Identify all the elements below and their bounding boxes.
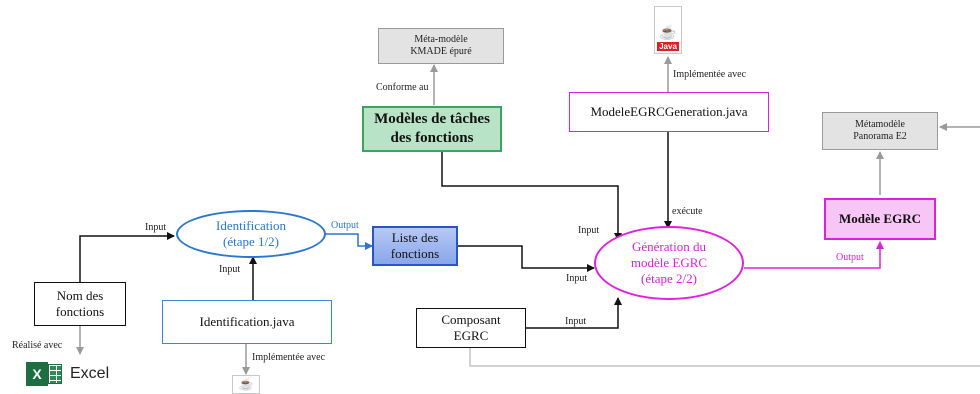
conforme-label: Conforme au	[376, 82, 429, 93]
arrow-liste-to-generation	[457, 245, 595, 272]
liste-fonctions-box: Liste des fonctions	[372, 226, 458, 266]
java-icon-bottom: ☕	[232, 375, 260, 394]
input-taches-label: Input	[578, 225, 600, 236]
identification-step-ellipse: Identification (étape 1/2)	[176, 210, 326, 258]
modele-egrc-box: Modèle EGRC	[824, 198, 936, 240]
kmade-metamodel-box: Méta-modèle KMADE épuré	[378, 28, 504, 64]
composant-egrc-box: Composant EGRC	[416, 308, 526, 348]
implementee-bottom-label: Implémentée avec	[252, 352, 326, 363]
taches-model-box: Modèles de tâches des fonctions	[362, 106, 502, 152]
execute-label: exécute	[672, 206, 703, 217]
arrow-generation-to-egrc	[744, 241, 884, 269]
coffee-cup-icon: ☕	[659, 26, 677, 41]
nom-fonctions-box: Nom des fonctions	[34, 282, 126, 326]
excel-label: Excel	[70, 365, 110, 382]
generation-step-ellipse: Génération du modèle EGRC (étape 2/2)	[594, 226, 744, 300]
arrow-composant-to-generation	[526, 297, 622, 329]
java-icon-label: Java	[657, 42, 679, 51]
panorama-metamodel-box: Métamodèle Panorama E2	[822, 112, 938, 150]
input-composant-label: Input	[565, 316, 587, 327]
output-generation-label: Output	[836, 252, 864, 263]
line-composant-bottom	[469, 348, 980, 367]
arrow-identification-to-liste	[325, 233, 373, 250]
java-icon-top: ☕ Java	[654, 6, 682, 54]
arrow-taches-to-generation	[441, 152, 622, 241]
excel-icon: X Excel	[26, 362, 109, 386]
input-liste-label: Input	[566, 273, 588, 284]
input-java-label: Input	[219, 264, 241, 275]
input-identification-label: Input	[145, 222, 167, 233]
arrow-nom-to-identification	[79, 232, 175, 282]
identification-java-box: Identification.java	[162, 300, 332, 344]
excel-badge: X	[26, 362, 48, 386]
realise-label: Réalisé avec	[12, 340, 63, 351]
output-identification-label: Output	[331, 220, 359, 231]
modele-egrc-generation-box: ModeleEGRCGeneration.java	[569, 92, 769, 132]
coffee-cup-icon: ☕	[238, 377, 254, 391]
excel-grid-icon	[48, 364, 62, 384]
implementee-top-label: Implémentée avec	[673, 69, 747, 80]
